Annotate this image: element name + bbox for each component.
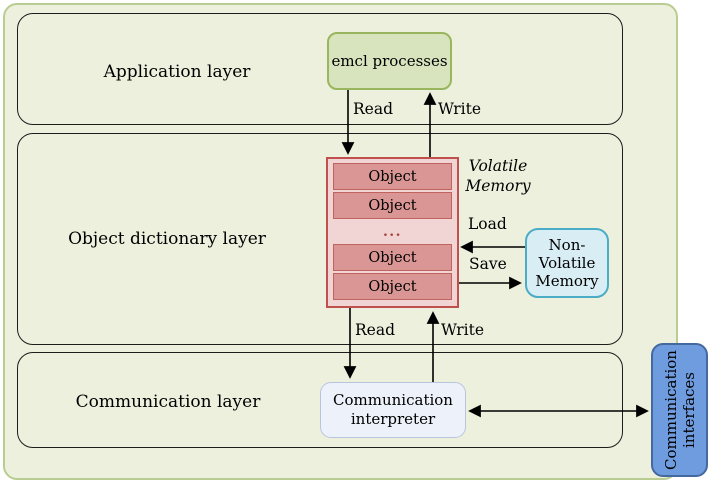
volatile-memory-caption: Volatile Memory <box>465 157 531 196</box>
application-layer-box <box>17 13 623 125</box>
non-volatile-memory-box: Non- Volatile Memory <box>525 228 609 298</box>
nvm-line: Volatile <box>538 253 596 272</box>
load-arrow-label: Load <box>468 215 507 233</box>
object-ellipsis-row: ... <box>382 223 403 240</box>
read-bottom-arrow-label: Read <box>355 321 396 339</box>
object-row: Object <box>333 192 452 219</box>
object-row: Object <box>333 273 452 300</box>
communication-interfaces-box: Communication interfaces <box>651 343 708 477</box>
application-layer-label: Application layer <box>103 62 251 82</box>
write-top-arrow-label: Write <box>438 100 482 118</box>
read-top-arrow-label: Read <box>353 100 394 118</box>
emcl-processes-label: emcl processes <box>331 52 448 70</box>
communication-interfaces-label: Communication interfaces <box>661 350 698 470</box>
save-arrow-label: Save <box>469 255 507 273</box>
volatile-memory-stack: Object Object ... Object Object <box>326 157 459 308</box>
nvm-line: Memory <box>535 272 599 291</box>
communication-layer-box <box>17 352 623 448</box>
communication-interpreter-box: Communication interpreter <box>320 382 466 438</box>
nvm-line: Non- <box>548 235 586 254</box>
emcl-processes-box: emcl processes <box>327 32 452 90</box>
object-dictionary-layer-box <box>17 133 623 345</box>
communication-layer-label: Communication layer <box>75 392 261 412</box>
communication-interpreter-label: Communication interpreter <box>333 391 453 428</box>
write-bottom-arrow-label: Write <box>441 321 485 339</box>
object-row: Object <box>333 163 452 190</box>
object-dictionary-layer-label: Object dictionary layer <box>68 229 266 249</box>
object-row: Object <box>333 244 452 271</box>
